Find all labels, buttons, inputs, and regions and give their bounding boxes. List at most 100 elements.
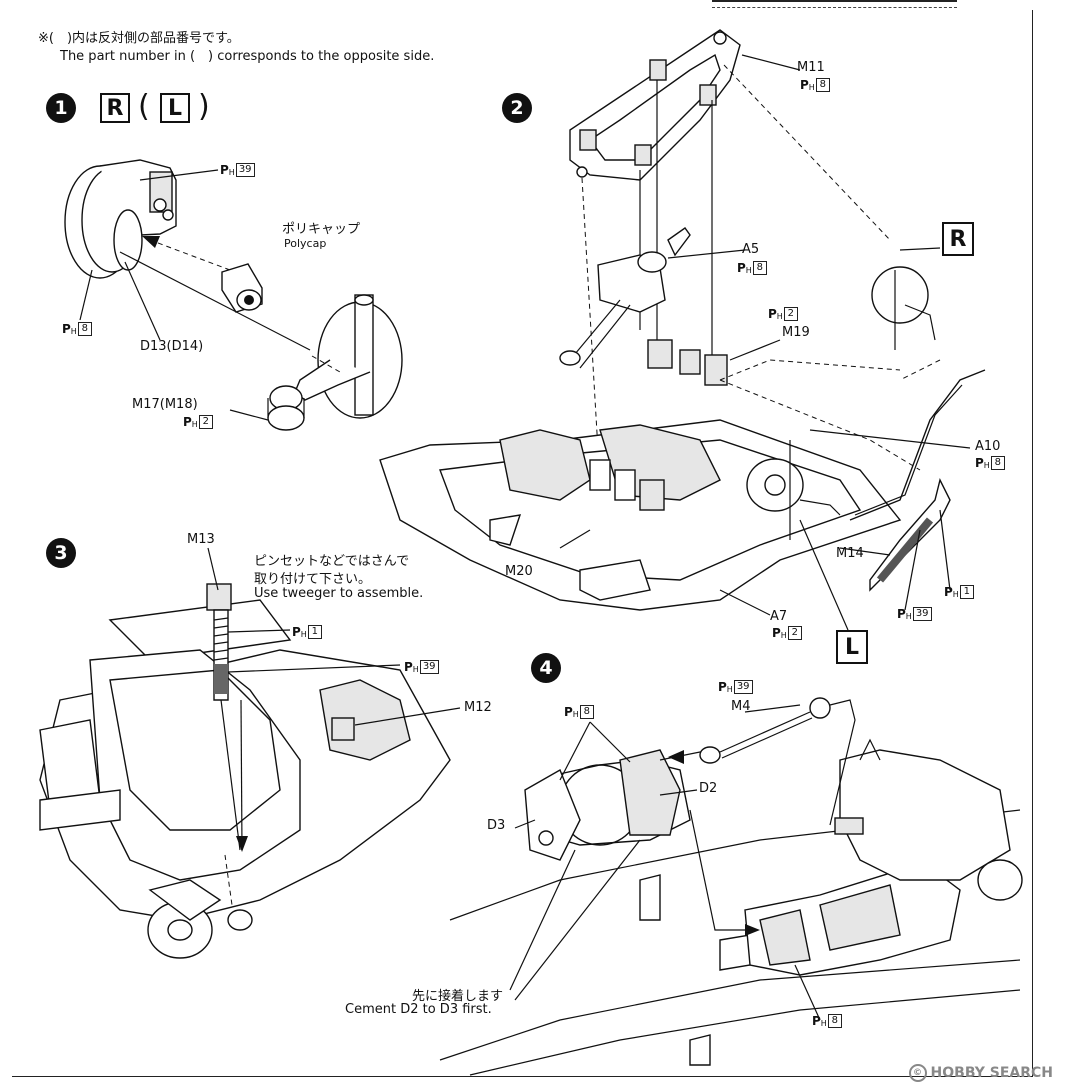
- part-label-m4: M4: [731, 699, 751, 714]
- opposite-side-note: ※( )内は反対側の部品番号です。 The part number in ( )…: [38, 30, 434, 66]
- step-number-2: 2: [502, 93, 532, 123]
- paint-number: 8: [77, 322, 92, 336]
- paint-h: H: [726, 684, 733, 694]
- paren-close: ): [198, 89, 210, 124]
- hobbysearch-watermark: © HOBBY SEARCH: [908, 1064, 1053, 1082]
- paint-h: H: [780, 630, 787, 640]
- paint-h: H: [412, 664, 419, 674]
- paint-h: H: [228, 167, 235, 177]
- part-label-m13: M13: [187, 532, 215, 547]
- paint-number: 2: [198, 415, 213, 429]
- paint-p: P: [737, 261, 746, 275]
- paint-number: 39: [419, 660, 439, 674]
- paint-number: 39: [733, 680, 753, 694]
- part-label-m20: M20: [505, 564, 533, 579]
- part-label-a7: A7: [770, 609, 788, 624]
- part-label-m12: M12: [464, 700, 492, 715]
- paint-p: P: [404, 660, 413, 674]
- paint-h: H: [300, 629, 307, 639]
- copyright-icon: ©: [908, 1064, 927, 1082]
- paint-p: P: [800, 78, 809, 92]
- part-label-a10: A10: [975, 439, 1001, 454]
- paint-number: 8: [815, 78, 830, 92]
- sheet-top-border: [712, 0, 957, 8]
- instruction-sheet: [12, 10, 1033, 1077]
- note-jp: ※( )内は反対側の部品番号です。: [38, 31, 240, 46]
- paint-h: H: [820, 1018, 827, 1028]
- step3-drawing: [39, 547, 461, 959]
- paint-number: 8: [579, 705, 594, 719]
- paint-p: P: [975, 456, 984, 470]
- paint-p: P: [772, 626, 781, 640]
- paint-number: 8: [827, 1014, 842, 1028]
- paint-p: P: [812, 1014, 821, 1028]
- paint-p: P: [897, 607, 906, 621]
- paint-p: P: [292, 625, 301, 639]
- part-label-m11: M11: [797, 60, 825, 75]
- part-label-m14: M14: [836, 546, 864, 561]
- paint-number: 39: [912, 607, 932, 621]
- note-en: The part number in ( ) corresponds to th…: [60, 49, 435, 64]
- cement-note-jp: 先に接着します: [412, 989, 504, 1004]
- part-label-d3: D3: [487, 818, 506, 833]
- paint-p: P: [768, 307, 777, 321]
- polycap-label-jp: ポリキャップ: [282, 222, 361, 237]
- paint-p: P: [220, 163, 229, 177]
- paint-number: 8: [990, 456, 1005, 470]
- cement-note-en: Cement D2 to D3 first.: [345, 1002, 492, 1017]
- paren-open: (: [138, 89, 150, 124]
- paint-p: P: [62, 322, 71, 336]
- tweezer-note-en: Use tweeger to assemble.: [254, 586, 424, 601]
- paint-h: H: [905, 611, 912, 621]
- part-label-a5: A5: [742, 242, 760, 257]
- step-number-1: 1: [46, 93, 76, 123]
- step2-drawing: [379, 29, 986, 631]
- paint-number: 1: [959, 585, 974, 599]
- paint-p: P: [944, 585, 953, 599]
- paint-h: H: [572, 709, 579, 719]
- paint-h: H: [745, 265, 752, 275]
- paint-number: 8: [752, 261, 767, 275]
- paint-p: P: [564, 705, 573, 719]
- paint-h: H: [191, 419, 198, 429]
- paint-p: P: [183, 415, 192, 429]
- paint-number: 2: [783, 307, 798, 321]
- paint-h: H: [70, 326, 77, 336]
- step-number-4: 4: [531, 653, 561, 683]
- paint-h: H: [952, 589, 959, 599]
- part-label-m19: M19: [782, 325, 810, 340]
- step-number-3: 3: [46, 538, 76, 568]
- step1-drawing: [64, 159, 403, 431]
- paint-h: H: [808, 82, 815, 92]
- side-marker-r-step2: R: [942, 222, 974, 256]
- part-label-d13: D13(D14): [140, 339, 204, 354]
- paint-h: H: [776, 311, 783, 321]
- polycap-label-en: Polycap: [284, 237, 327, 250]
- step4-drawing: [439, 697, 1023, 1076]
- paint-p: P: [718, 680, 727, 694]
- side-marker-l-step2: L: [836, 630, 868, 664]
- side-marker-r: R: [100, 93, 130, 123]
- watermark-text: HOBBY SEARCH: [930, 1065, 1053, 1081]
- part-label-m17: M17(M18): [132, 397, 198, 412]
- tweezer-note-jp2: 取り付けて下さい。: [254, 572, 372, 587]
- paint-number: 39: [235, 163, 255, 177]
- side-marker-l: L: [160, 93, 190, 123]
- tweezer-note-jp1: ピンセットなどではさんで: [254, 554, 410, 569]
